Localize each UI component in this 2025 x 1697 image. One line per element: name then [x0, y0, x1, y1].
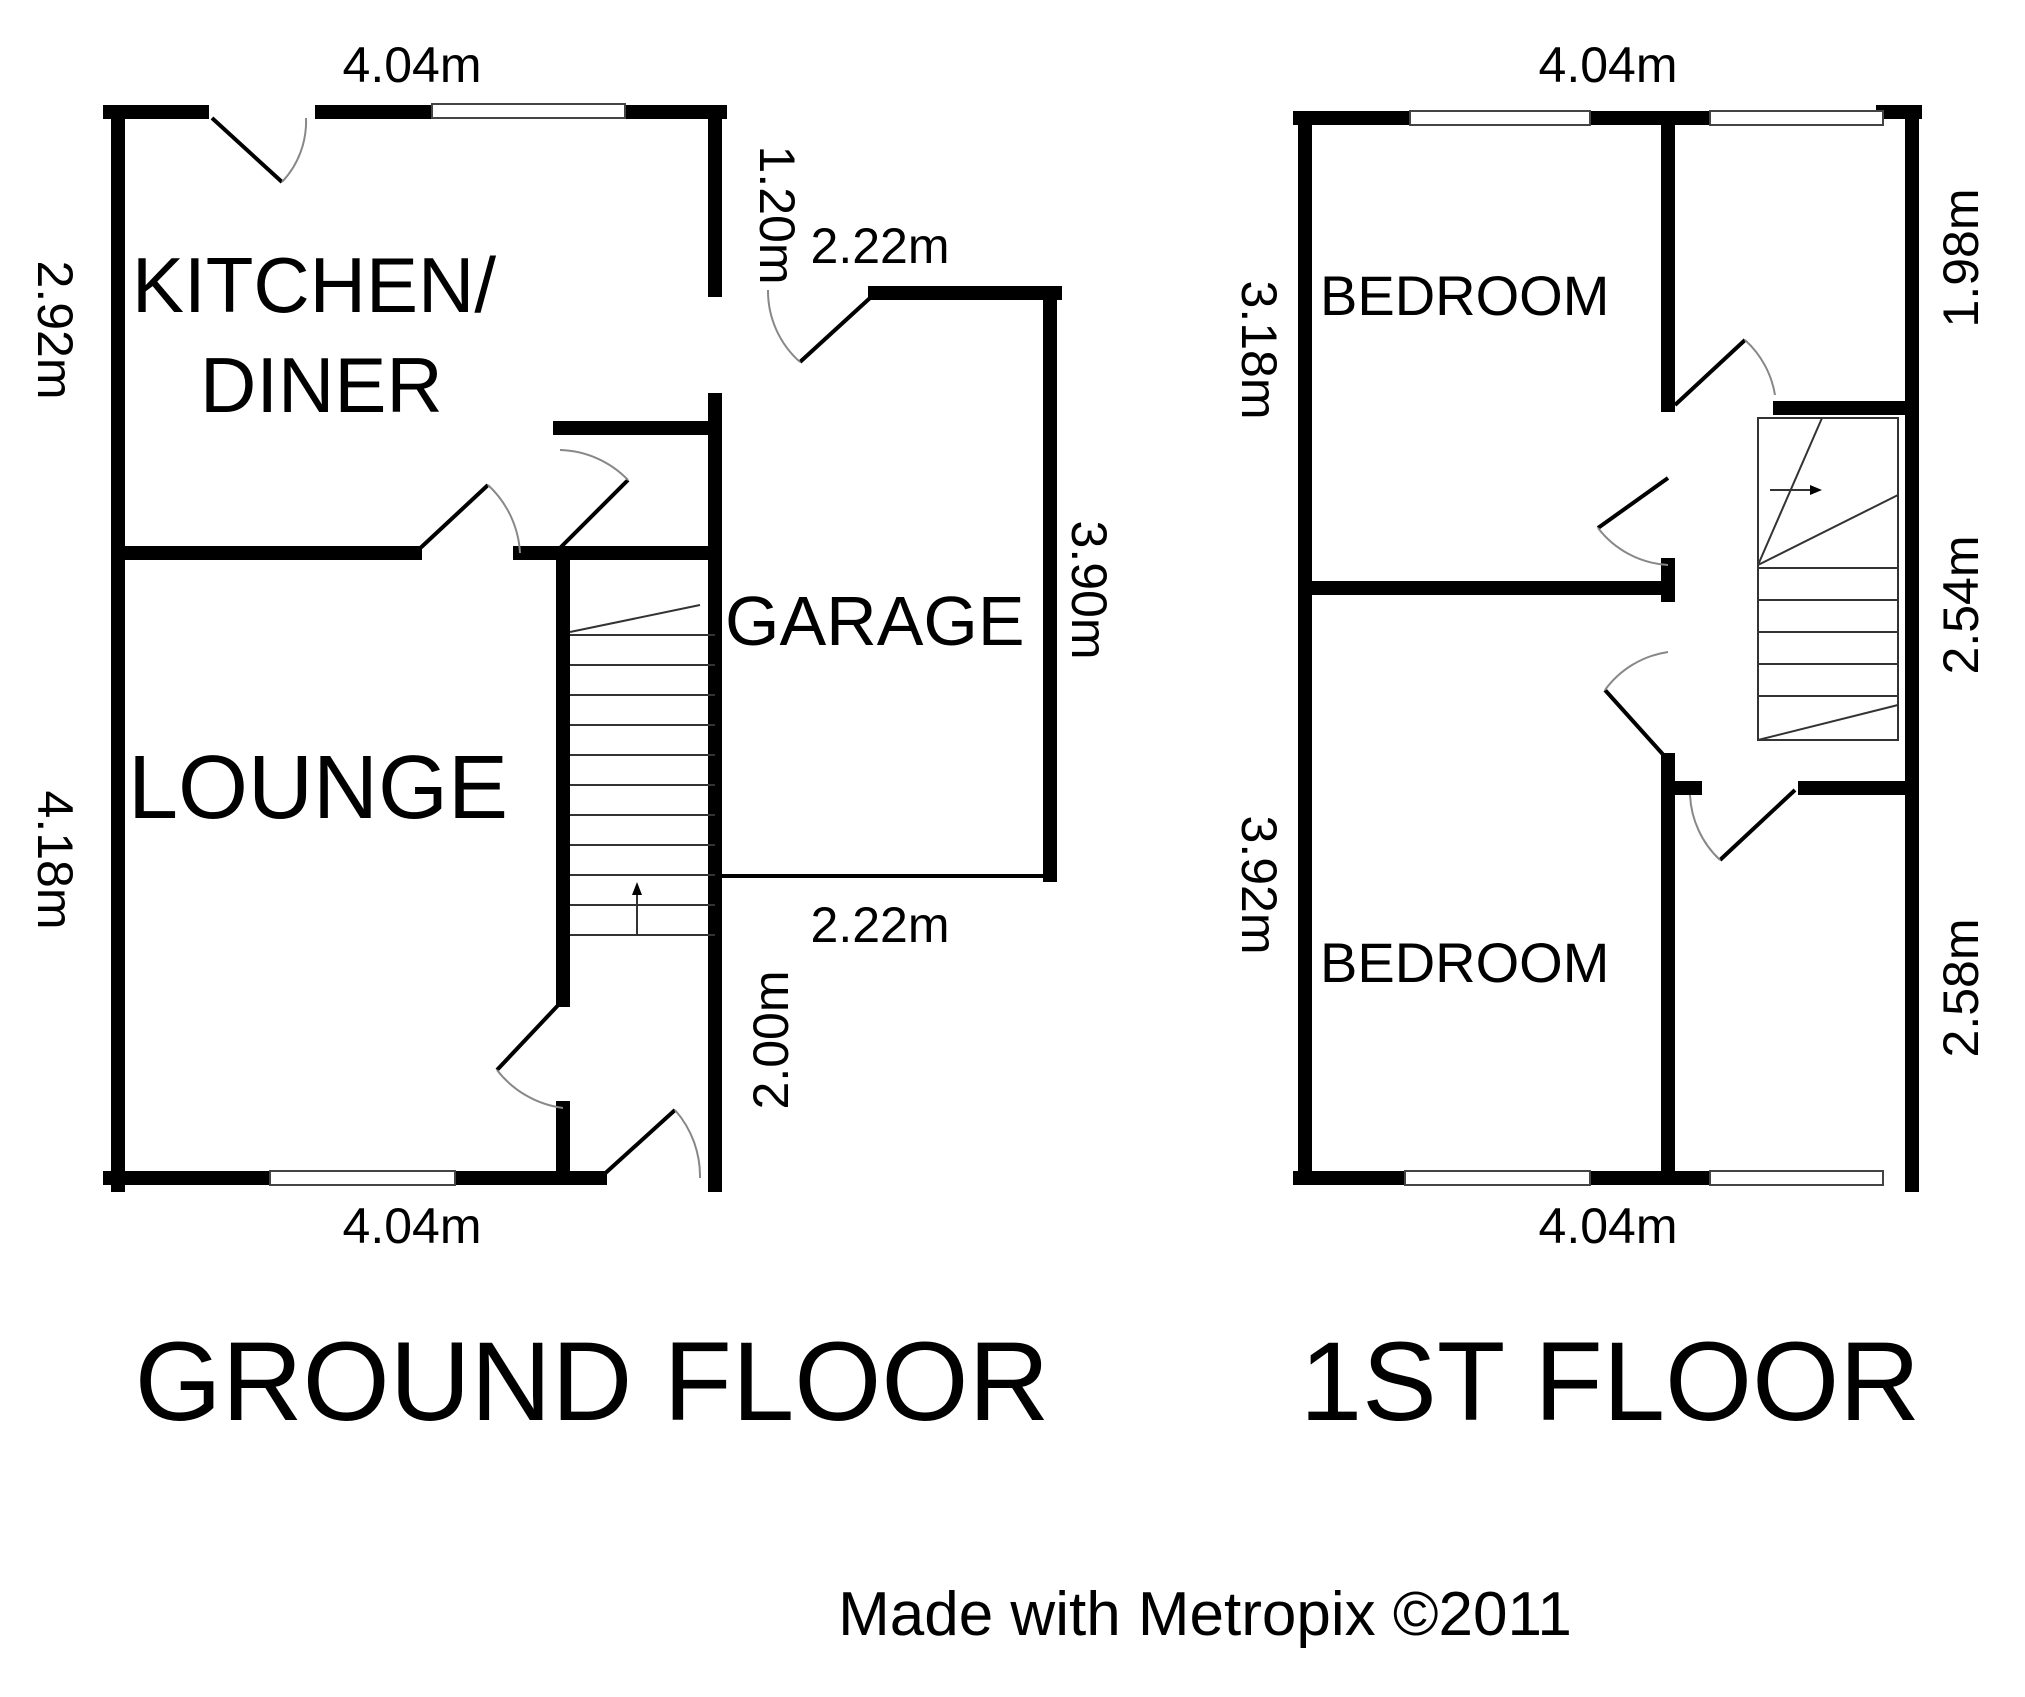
ground-floor-walls [103, 105, 1062, 1192]
lounge-depth-dim: 4.18m [27, 791, 83, 930]
first-bottom-width-dim: 4.04m [1539, 1198, 1678, 1254]
first-floor-doors [1596, 338, 1797, 862]
ground-floor-staircase [569, 604, 715, 936]
garage-depth-dim: 3.90m [1061, 521, 1117, 660]
ground-bottom-width-dim: 4.04m [343, 1198, 482, 1254]
rear-bedroom-label: BEDROOM [1320, 931, 1609, 994]
landing-depth-dim: 2.54m [1933, 536, 1989, 675]
kitchen-diner-label-line-1: KITCHEN/ [132, 241, 496, 329]
first-floor-plan: BEDROOM BEDROOM 4.04m 4.04m 3.18m 3.92m … [1231, 37, 1989, 1444]
first-top-width-dim: 4.04m [1539, 37, 1678, 93]
ground-top-width-dim: 4.04m [343, 37, 482, 93]
front-bedroom-label: BEDROOM [1320, 264, 1609, 327]
garage-lower-step-dim: 2.00m [743, 971, 799, 1110]
lounge-label: LOUNGE [128, 738, 508, 838]
first-floor-title: 1ST FLOOR [1300, 1319, 1920, 1444]
rear-bedroom-depth-dim: 3.92m [1231, 816, 1287, 955]
ground-floor-title: GROUND FLOOR [135, 1319, 1050, 1444]
first-floor-walls [1293, 105, 1922, 1192]
ground-floor-windows [269, 103, 626, 1186]
garage-upper-step-dim: 1.20m [749, 146, 805, 285]
garage-top-width-dim: 2.22m [811, 218, 950, 274]
box-room-depth-dim: 1.98m [1933, 189, 1989, 328]
garage-bottom-width-dim: 2.22m [811, 897, 950, 953]
first-floor-windows [1404, 110, 1884, 1186]
front-bedroom-depth-dim: 3.18m [1231, 281, 1287, 420]
ground-floor-doors [210, 116, 872, 1180]
bathroom-depth-dim: 2.58m [1933, 919, 1989, 1058]
kitchen-depth-dim: 2.92m [27, 261, 83, 400]
metropix-credit: Made with Metropix ©2011 [838, 1580, 1572, 1649]
kitchen-diner-label-line-2: DINER [200, 341, 443, 429]
first-floor-staircase [1757, 417, 1899, 741]
garage-label: GARAGE [725, 582, 1025, 660]
ground-floor-plan: KITCHEN/ DINER LOUNGE GARAGE 4.04m 4.04m… [27, 37, 1117, 1444]
